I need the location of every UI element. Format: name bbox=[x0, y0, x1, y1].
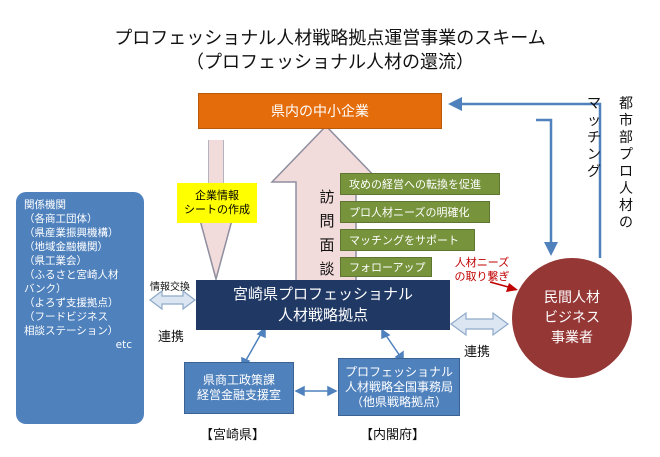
miyazaki-caption: 【宮崎県】 bbox=[200, 428, 266, 443]
miyazaki-pro-hub-box: 宮崎県プロフェッショナル 人材戦略拠点 bbox=[196, 280, 450, 330]
bottom-right-line-2: 人材戦略全国事務局 bbox=[344, 379, 453, 394]
col2-char: マ bbox=[587, 96, 601, 112]
yellow-line-1: 企業情報 bbox=[195, 189, 239, 202]
org-etc: etc bbox=[115, 339, 132, 351]
org-line: 相談ステーション） bbox=[24, 325, 119, 337]
info-exchange-label: 情報交換 bbox=[150, 282, 190, 293]
visit-char-2: 問 bbox=[319, 212, 335, 230]
col1-char: 材 bbox=[619, 198, 633, 214]
green-item-1: 攻めの経営への転換を促進 bbox=[340, 173, 500, 195]
visit-char-4: 談 bbox=[319, 260, 335, 278]
urban-pro-column: 都 市 部 プ ロ 人 材 の bbox=[618, 96, 634, 232]
needs-link-label: 人材ニーズ の取り繋ぎ bbox=[446, 256, 518, 284]
diagram-title: プロフェッショナル人材戦略拠点運営事業のスキーム bbox=[114, 28, 546, 49]
related-organizations-panel: 関係機関 （各商工団体） （県産業振興機構） （地域金融機関） （県工業会） （… bbox=[16, 192, 144, 424]
col2-char: ン bbox=[587, 147, 601, 163]
left-double-arrow bbox=[149, 289, 196, 311]
col1-char: 人 bbox=[619, 181, 633, 197]
visit-interview-label: 訪 問 面 談 bbox=[317, 185, 337, 281]
local-sme-box: 県内の中小企業 bbox=[198, 93, 442, 129]
col1-char: の bbox=[619, 215, 633, 231]
yellow-line-2: シートの作成 bbox=[184, 203, 250, 216]
green-item-2: プロ人材ニーズの明確化 bbox=[340, 201, 490, 223]
org-line: 関係機関 bbox=[24, 199, 66, 211]
org-line: （県工業会） bbox=[24, 255, 87, 267]
hub-to-bottom-left bbox=[241, 326, 266, 368]
org-line: （よろず支援拠点） bbox=[24, 297, 119, 309]
national-office-box: プロフェッショナル 人材戦略全国事務局 （他県戦略拠点） bbox=[338, 358, 460, 416]
bottom-boxes-link bbox=[294, 385, 338, 397]
right-double-arrow bbox=[449, 311, 510, 337]
needs-arrow bbox=[536, 118, 558, 256]
col2-char: チ bbox=[587, 130, 601, 146]
hub-to-bottom-right bbox=[381, 328, 404, 362]
matching-arrow bbox=[458, 102, 602, 258]
green-item-3: マッチングをサポート bbox=[340, 229, 475, 251]
pref-commerce-policy-box: 県商工政策課 経営金融支援室 bbox=[184, 362, 294, 414]
cabinet-office-caption: 【内閣府】 bbox=[360, 428, 426, 443]
visit-char-3: 面 bbox=[319, 236, 335, 254]
needs-red-arrow bbox=[489, 281, 518, 292]
bottom-right-line-1: プロフェッショナル bbox=[344, 364, 453, 379]
matching-column: マ ッ チ ン グ bbox=[586, 96, 602, 181]
visit-char-1: 訪 bbox=[319, 188, 335, 206]
org-line: バンク） bbox=[24, 283, 67, 295]
org-line: （地域金融機関） bbox=[24, 241, 108, 253]
diagram-subtitle: （プロフェッショナル人材の還流） bbox=[186, 52, 474, 73]
org-line: （ふるさと宮崎人材 bbox=[24, 269, 119, 281]
org-line: （各商工団体） bbox=[24, 213, 98, 225]
circle-line-2: ビジネス bbox=[544, 310, 600, 326]
bottom-right-line-3: （他県戦略拠点） bbox=[350, 394, 447, 409]
needs-line-2: の取り繋ぎ bbox=[454, 270, 510, 283]
matching-arrow-head bbox=[448, 97, 462, 111]
circle-line-3: 事業者 bbox=[551, 330, 593, 346]
company-info-sheet-box: 企業情報 シートの作成 bbox=[177, 183, 257, 223]
link-right-label: 連携 bbox=[464, 345, 491, 360]
col1-char: 市 bbox=[619, 113, 633, 129]
col1-char: ロ bbox=[619, 164, 633, 180]
needs-line-1: 人材ニーズ bbox=[454, 256, 510, 269]
org-line: （県産業振興機構） bbox=[24, 227, 119, 239]
col2-char: グ bbox=[587, 164, 601, 180]
hub-line-2: 人材戦略拠点 bbox=[277, 306, 368, 324]
private-hr-business-circle: 民間人材 ビジネス 事業者 bbox=[512, 258, 632, 378]
col1-char: 都 bbox=[619, 96, 633, 112]
green-item-4: フォローアップ bbox=[340, 257, 432, 277]
org-line: （フードビジネス bbox=[24, 311, 108, 323]
link-left-label: 連携 bbox=[158, 330, 185, 345]
bottom-left-line-1: 県商工政策課 bbox=[202, 373, 275, 387]
col1-char: 部 bbox=[619, 130, 633, 146]
hub-line-1: 宮崎県プロフェッショナル bbox=[232, 285, 413, 303]
col1-char: プ bbox=[619, 147, 633, 163]
bottom-left-line-2: 経営金融支援室 bbox=[196, 388, 281, 402]
col2-char: ッ bbox=[587, 113, 601, 129]
circle-line-1: 民間人材 bbox=[544, 290, 600, 306]
